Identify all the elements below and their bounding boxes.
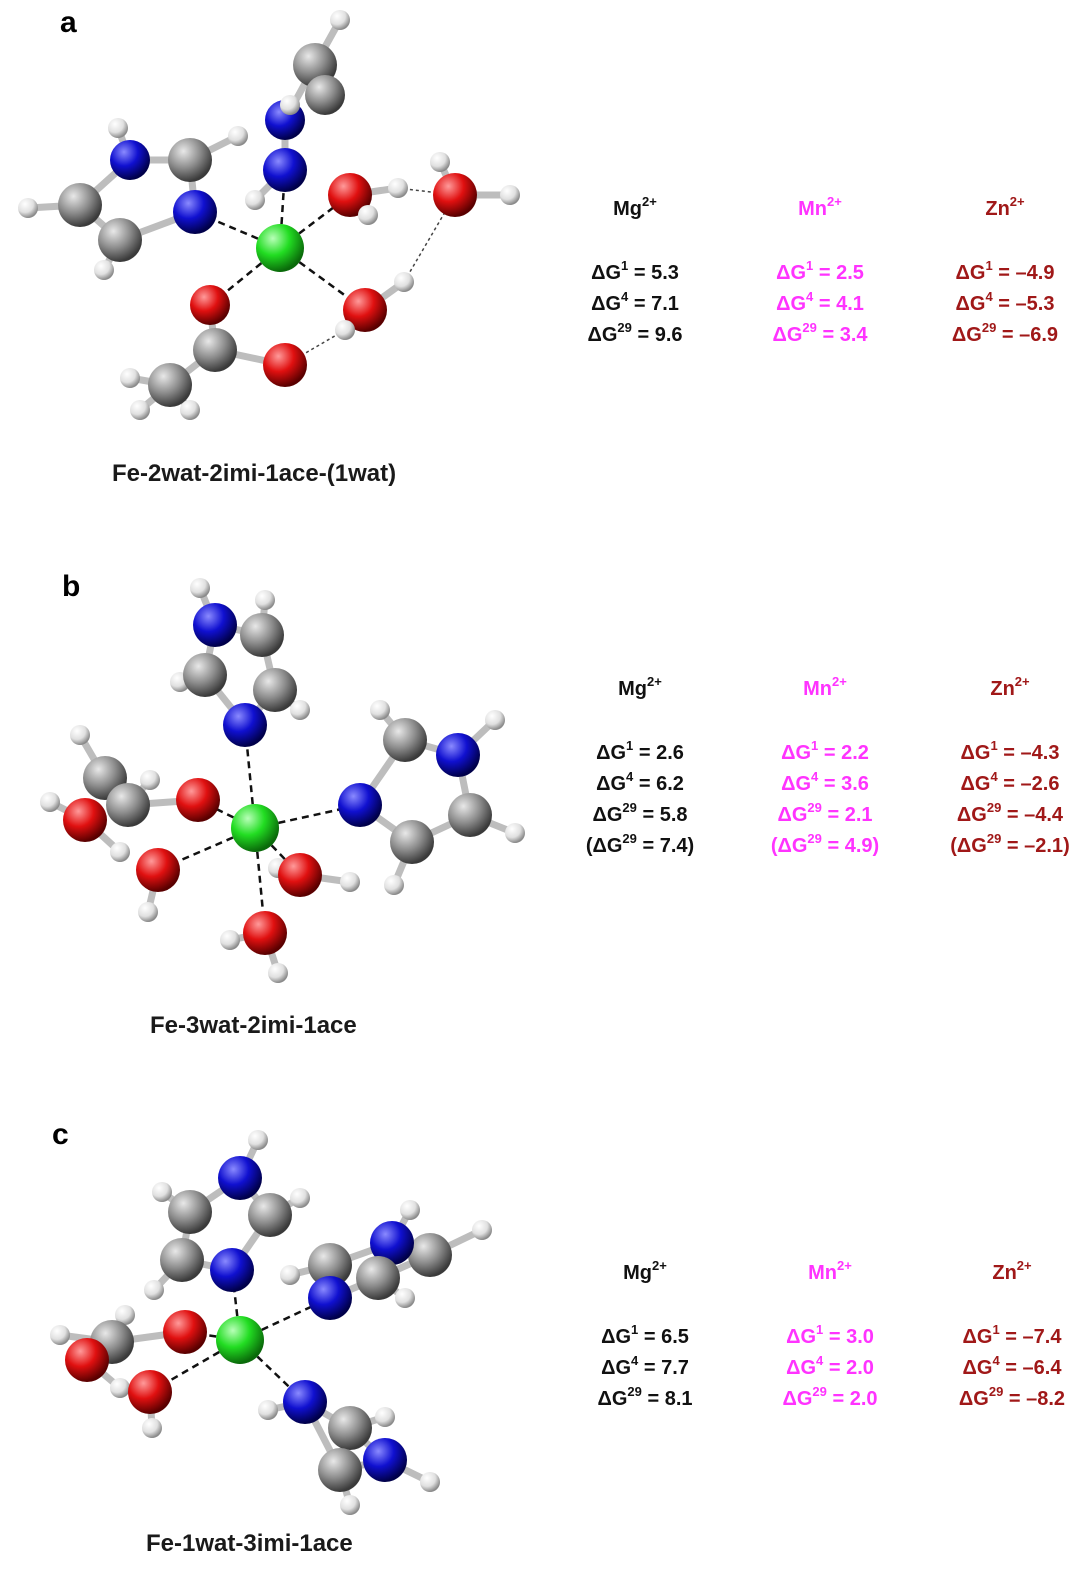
zn-column: Zn2+ ΔG1 = –4.3 ΔG4 = –2.6 ΔG29 = –4.4 (… [910, 674, 1090, 862]
panel-c: c [0, 1110, 1090, 1574]
dg-value-paren: (ΔG29 = 4.9) [770, 831, 880, 857]
dg-value: ΔG29 = –4.4 [956, 800, 1064, 826]
mg-column: Mg2+ ΔG1 = 6.5 ΔG4 = 7.7 ΔG29 = 8.1 [545, 1258, 745, 1415]
mg-header: Mg2+ [623, 1258, 667, 1284]
molecule-structure-b [40, 578, 525, 983]
dg-value: ΔG29 = 8.1 [597, 1384, 693, 1410]
dg-value-paren: (ΔG29 = –2.1) [950, 831, 1070, 857]
dg-value: ΔG1 = 2.2 [781, 738, 869, 764]
zn-column: Zn2+ ΔG1 = –4.9 ΔG4 = –5.3 ΔG29 = –6.9 [905, 194, 1090, 351]
mn-column: Mn2+ ΔG1 = 2.5 ΔG4 = 4.1 ΔG29 = 3.4 [720, 194, 920, 351]
mn-header: Mn2+ [798, 194, 842, 220]
dg-value: ΔG1 = 5.3 [591, 258, 679, 284]
mn-header: Mn2+ [803, 674, 847, 700]
panel-label: a [60, 6, 77, 39]
dg-value: ΔG29 = 2.0 [782, 1384, 878, 1410]
dg-value: ΔG1 = 2.5 [776, 258, 864, 284]
dg-value: ΔG4 = 7.1 [591, 289, 679, 315]
dg-value: ΔG4 = 6.2 [596, 769, 684, 795]
structure-caption: Fe-1wat-3imi-1ace [146, 1530, 353, 1557]
mg-column: Mg2+ ΔG1 = 2.6 ΔG4 = 6.2 ΔG29 = 5.8 (ΔG2… [540, 674, 740, 862]
dg-value: ΔG4 = –6.4 [962, 1353, 1062, 1379]
panel-label: c [52, 1118, 69, 1151]
zn-column: Zn2+ ΔG1 = –7.4 ΔG4 = –6.4 ΔG29 = –8.2 [912, 1258, 1090, 1415]
zn-header: Zn2+ [985, 194, 1025, 220]
dg-value: ΔG4 = 2.0 [786, 1353, 874, 1379]
mn-column: Mn2+ ΔG1 = 3.0 ΔG4 = 2.0 ΔG29 = 2.0 [730, 1258, 930, 1415]
dg-value: ΔG4 = 4.1 [776, 289, 864, 315]
dg-value: ΔG29 = –8.2 [958, 1384, 1066, 1410]
mn-header: Mn2+ [808, 1258, 852, 1284]
panel-a: a [0, 0, 1090, 520]
dg-value: ΔG4 = 3.6 [781, 769, 869, 795]
dg-value: ΔG1 = 6.5 [601, 1322, 689, 1348]
panel-b: b [0, 560, 1090, 1080]
molecule-structure-a [18, 10, 520, 420]
mg-column: Mg2+ ΔG1 = 5.3 ΔG4 = 7.1 ΔG29 = 9.6 [535, 194, 735, 351]
mg-header: Mg2+ [618, 674, 662, 700]
dg-value: ΔG4 = –5.3 [955, 289, 1055, 315]
dg-value: ΔG29 = 9.6 [587, 320, 683, 346]
structure-caption: Fe-2wat-2imi-1ace-(1wat) [112, 460, 397, 487]
dg-value-paren: (ΔG29 = 7.4) [585, 831, 695, 857]
dg-value: ΔG29 = 2.1 [777, 800, 873, 826]
dg-value: ΔG29 = 3.4 [772, 320, 868, 346]
dg-value: ΔG1 = 2.6 [596, 738, 684, 764]
dg-value: ΔG1 = 3.0 [786, 1322, 874, 1348]
dg-value: ΔG29 = 5.8 [592, 800, 688, 826]
dg-value: ΔG4 = –2.6 [960, 769, 1060, 795]
mn-column: Mn2+ ΔG1 = 2.2 ΔG4 = 3.6 ΔG29 = 2.1 (ΔG2… [725, 674, 925, 862]
mg-header: Mg2+ [613, 194, 657, 220]
panel-label: b [62, 570, 81, 603]
dg-value: ΔG1 = –7.4 [962, 1322, 1062, 1348]
zn-header: Zn2+ [990, 674, 1030, 700]
structure-caption: Fe-3wat-2imi-1ace [150, 1012, 357, 1039]
molecule-structure-c [50, 1130, 492, 1515]
dg-value: ΔG1 = –4.3 [960, 738, 1060, 764]
dg-value: ΔG1 = –4.9 [955, 258, 1055, 284]
dg-value: ΔG4 = 7.7 [601, 1353, 689, 1379]
zn-header: Zn2+ [992, 1258, 1032, 1284]
dg-value: ΔG29 = –6.9 [951, 320, 1059, 346]
